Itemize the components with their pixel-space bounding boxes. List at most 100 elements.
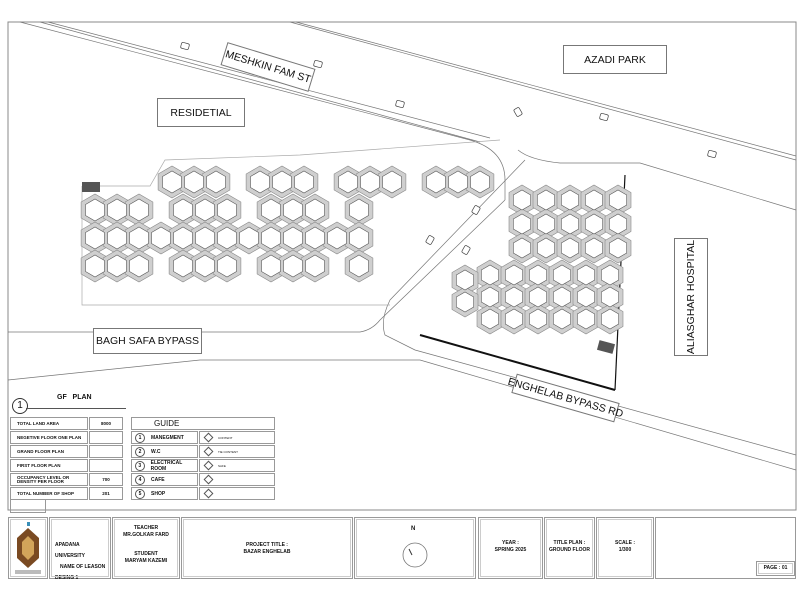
shop-unit bbox=[349, 198, 369, 222]
shop-unit bbox=[536, 189, 556, 211]
shop-unit bbox=[305, 198, 325, 222]
shop-unit bbox=[184, 170, 204, 194]
shop-unit bbox=[195, 226, 215, 250]
shop-unit bbox=[151, 226, 171, 250]
shop-unit bbox=[600, 264, 620, 286]
scale-cell: SCALE : 1/300 bbox=[596, 517, 654, 579]
diamond-symbol-icon bbox=[203, 488, 214, 499]
plan-cell: TITLE PLAN : GROUND FLOOR bbox=[544, 517, 595, 579]
guide-item-note: TIE CONTENT bbox=[199, 445, 275, 458]
shop-unit bbox=[195, 198, 215, 222]
guide-title: GUIDE bbox=[131, 417, 275, 430]
shop-unit bbox=[272, 170, 292, 194]
car-icon bbox=[425, 235, 435, 245]
shop-unit bbox=[217, 198, 237, 222]
plan-title: GF PLAN bbox=[57, 394, 92, 401]
guide-item-note-text: CONTENT bbox=[218, 435, 233, 440]
north-label: N bbox=[411, 526, 416, 532]
guide-item-label: CAFE bbox=[151, 476, 165, 483]
teacher-name: MR.GOLKAR FARD bbox=[123, 532, 169, 538]
shop-unit bbox=[85, 254, 105, 278]
guide-item-note bbox=[199, 487, 275, 500]
area-table-value bbox=[89, 445, 123, 458]
shop-unit bbox=[512, 237, 532, 259]
shop-unit bbox=[173, 226, 193, 250]
guide-item-number: 4 bbox=[135, 474, 145, 485]
shop-unit bbox=[552, 308, 572, 330]
label-residential: RESIDETIAL bbox=[157, 98, 245, 127]
shop-unit bbox=[305, 226, 325, 250]
diamond-symbol-icon bbox=[203, 432, 214, 443]
page-label: PAGE : bbox=[763, 565, 781, 571]
blank-box bbox=[10, 499, 46, 513]
car-icon bbox=[599, 113, 609, 121]
guide-item-number: 1 bbox=[135, 432, 145, 443]
area-table-label: NEGETIVE FLOOR ONE PLAN bbox=[10, 431, 88, 444]
shop-unit bbox=[536, 213, 556, 235]
car-icon bbox=[471, 205, 481, 215]
shop-unit bbox=[528, 308, 548, 330]
car-icon bbox=[513, 107, 523, 117]
teacher-label: TEACHER bbox=[133, 525, 159, 531]
shop-unit bbox=[250, 170, 270, 194]
shop-unit bbox=[107, 226, 127, 250]
university-cell: APADANA UNIVERSITY NAME OF LEASON DESING… bbox=[49, 517, 111, 581]
area-table-label: FIRST FLOOR PLAN bbox=[10, 459, 88, 472]
guide-item-label: ELECTRICAL ROOM bbox=[150, 459, 183, 472]
shop-unit bbox=[349, 226, 369, 250]
guide-item-label: SHOP bbox=[151, 490, 166, 497]
area-table-value: 8000 bbox=[89, 417, 123, 430]
title-plan-label: TITLE PLAN : bbox=[553, 540, 586, 546]
area-table-value: 700 bbox=[89, 473, 123, 486]
scale-value: 1/300 bbox=[618, 547, 632, 553]
guide-item-note-text: TIE CONTENT bbox=[218, 449, 238, 454]
diamond-symbol-icon bbox=[203, 474, 214, 485]
car-icon bbox=[395, 100, 405, 108]
shop-unit bbox=[173, 254, 193, 278]
shop-unit bbox=[349, 254, 369, 278]
car-icon bbox=[313, 60, 323, 68]
title-plan-value: GROUND FLOOR bbox=[548, 547, 591, 553]
shop-unit bbox=[504, 286, 524, 308]
area-table-label: TOTAL NUMBER OF SHOP bbox=[10, 487, 88, 500]
shop-unit bbox=[426, 170, 446, 194]
shop-unit bbox=[584, 189, 604, 211]
shop-unit bbox=[576, 264, 596, 286]
shop-unit bbox=[107, 198, 127, 222]
label-aliasghar-hospital: ALIASGHAR HOSPITAL bbox=[674, 238, 708, 356]
shop-hexagons bbox=[80, 165, 632, 335]
guide-item-label: MANEGMENT bbox=[151, 434, 184, 441]
shop-unit bbox=[512, 189, 532, 211]
people-cell: TEACHER MR.GOLKAR FARD STUDENT MARYAM KA… bbox=[112, 517, 180, 579]
shop-unit bbox=[504, 308, 524, 330]
area-table-label: GRAND FLOOR PLAN bbox=[10, 445, 88, 458]
shop-unit bbox=[85, 226, 105, 250]
shop-unit bbox=[129, 226, 149, 250]
shop-unit bbox=[528, 264, 548, 286]
shop-unit bbox=[217, 226, 237, 250]
shop-unit bbox=[552, 286, 572, 308]
guide-item-note-text: SAFE bbox=[218, 463, 226, 468]
shop-unit bbox=[173, 198, 193, 222]
guide-item-number: 2 bbox=[135, 446, 145, 457]
shop-unit bbox=[305, 254, 325, 278]
shop-unit bbox=[480, 286, 500, 308]
shop-unit bbox=[206, 170, 226, 194]
diamond-symbol-icon bbox=[203, 446, 214, 457]
university-logo bbox=[8, 517, 48, 579]
shop-unit bbox=[480, 308, 500, 330]
car-icon bbox=[461, 245, 471, 255]
year-value: SPRING 2025 bbox=[494, 547, 527, 553]
area-table-value bbox=[89, 459, 123, 472]
lesson-name: DESING 1 bbox=[55, 575, 79, 581]
shop-unit bbox=[455, 291, 475, 313]
shop-unit bbox=[608, 237, 628, 259]
page-box: PAGE : 01 bbox=[756, 561, 795, 576]
shop-unit bbox=[162, 170, 182, 194]
drawing-frame bbox=[7, 21, 797, 511]
scale-label: SCALE : bbox=[615, 540, 635, 546]
shop-unit bbox=[129, 198, 149, 222]
north-arrow-icon bbox=[402, 542, 428, 568]
